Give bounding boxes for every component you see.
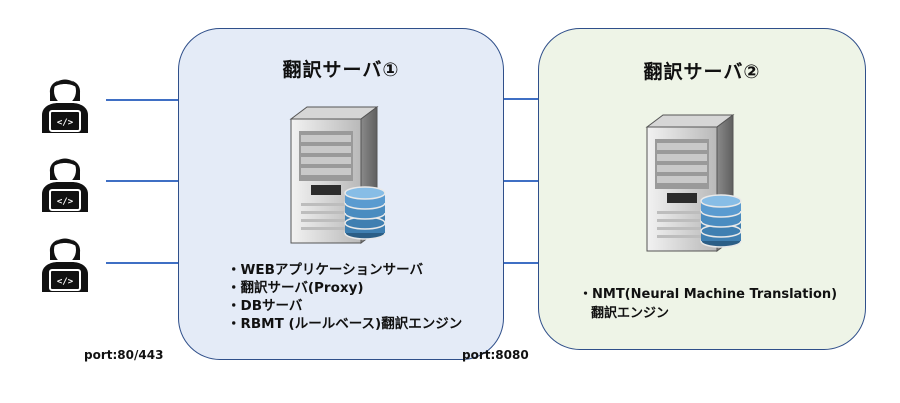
svg-text:</>: </> xyxy=(57,118,74,128)
user-developer-icon: </> xyxy=(42,237,88,292)
server-with-database-icon xyxy=(645,114,742,252)
connector-line xyxy=(504,262,538,264)
feature-item: ・DBサーバ xyxy=(227,298,303,314)
connector-line xyxy=(504,180,538,182)
connector-line xyxy=(504,98,538,100)
connector-line xyxy=(106,99,178,101)
connector-line xyxy=(106,262,178,264)
feature-item: 翻訳エンジン xyxy=(591,306,670,321)
user-developer-icon: </> xyxy=(42,78,88,133)
server-1-title: 翻訳サーバ① xyxy=(282,59,400,81)
feature-item: ・WEBアプリケーションサーバ xyxy=(227,262,423,278)
server-1-feature-list: ・WEBアプリケーションサーバ ・翻訳サーバ(Proxy) ・DBサーバ ・RB… xyxy=(227,261,462,333)
svg-text:</>: </> xyxy=(57,197,74,207)
server-with-database-icon xyxy=(289,106,386,244)
server-2-title: 翻訳サーバ② xyxy=(643,61,761,83)
connector-line xyxy=(106,180,178,182)
feature-item: ・翻訳サーバ(Proxy) xyxy=(227,280,364,296)
feature-item: ・RBMT (ルールベース)翻訳エンジン xyxy=(227,316,463,332)
translation-server-1-panel: 翻訳サーバ① xyxy=(178,28,504,360)
feature-item: ・NMT(Neural Machine Translation) xyxy=(579,287,838,302)
svg-text:</>: </> xyxy=(57,277,74,287)
client-port-label: port:80/443 xyxy=(84,348,164,362)
user-developer-icon: </> xyxy=(42,157,88,212)
translation-server-2-panel: 翻訳サーバ② xyxy=(538,28,866,350)
server-port-label: port:8080 xyxy=(462,348,529,362)
server-2-feature-list: ・NMT(Neural Machine Translation) 翻訳エンジン xyxy=(579,285,837,323)
